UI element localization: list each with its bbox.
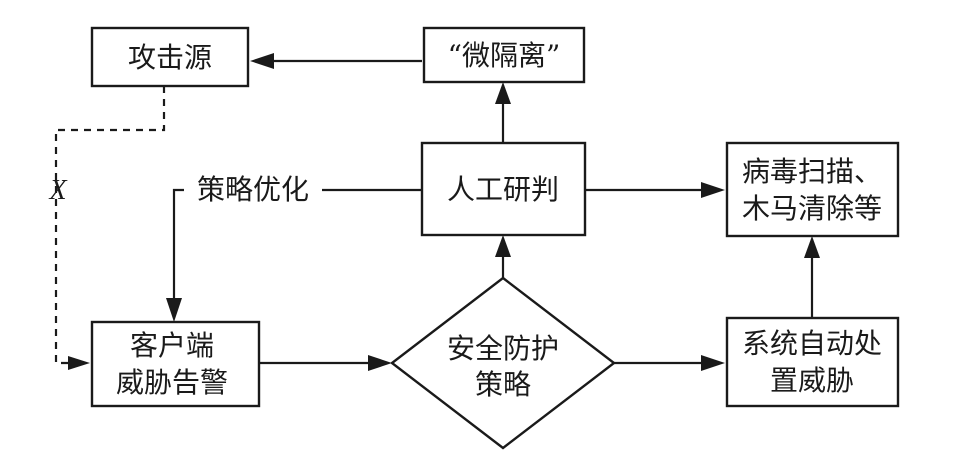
micro-isolation-label: “微隔离” [448,39,561,72]
edge-auto-handle-to-virus-scan [804,236,820,318]
node-client-alert: 客户端 威胁告警 [90,320,261,408]
edge-policy-optimization [166,188,422,322]
auto-handle-label-line2: 置威胁 [770,364,854,397]
node-security-policy: 安全防护 策略 [390,276,616,450]
virus-scan-label-line2: 木马清除等 [742,192,882,225]
edge-analysis-to-isolation [495,82,511,143]
attack-source-label: 攻击源 [128,41,212,74]
node-manual-analysis: 人工研判 [420,141,587,237]
edge-analysis-to-virus-scan [585,182,725,198]
security-policy-label-line1: 安全防护 [447,332,559,365]
node-virus-scan: 病毒扫描、 木马清除等 [725,141,900,238]
virus-scan-label-line1: 病毒扫描、 [742,155,882,188]
node-attack-source: 攻击源 [90,26,250,88]
client-alert-label-line2: 威胁告警 [116,366,228,399]
security-policy-label-line2: 策略 [475,368,531,401]
edge-attack-blocked-dashed [54,86,166,370]
manual-analysis-label: 人工研判 [447,173,559,206]
client-alert-label-line1: 客户端 [130,329,214,362]
policy-optimization-label: 策略优化 [197,173,309,206]
edge-policy-to-auto-handle [614,355,725,371]
node-micro-isolation: “微隔离” [422,26,586,84]
node-auto-handle: 系统自动处 置威胁 [725,316,900,408]
edge-policy-to-analysis [495,235,511,278]
blocked-x-marker: X [48,175,67,206]
edge-isolation-to-attack-source [250,53,422,69]
auto-handle-label-line1: 系统自动处 [742,327,882,360]
edge-alert-to-policy [259,355,392,371]
